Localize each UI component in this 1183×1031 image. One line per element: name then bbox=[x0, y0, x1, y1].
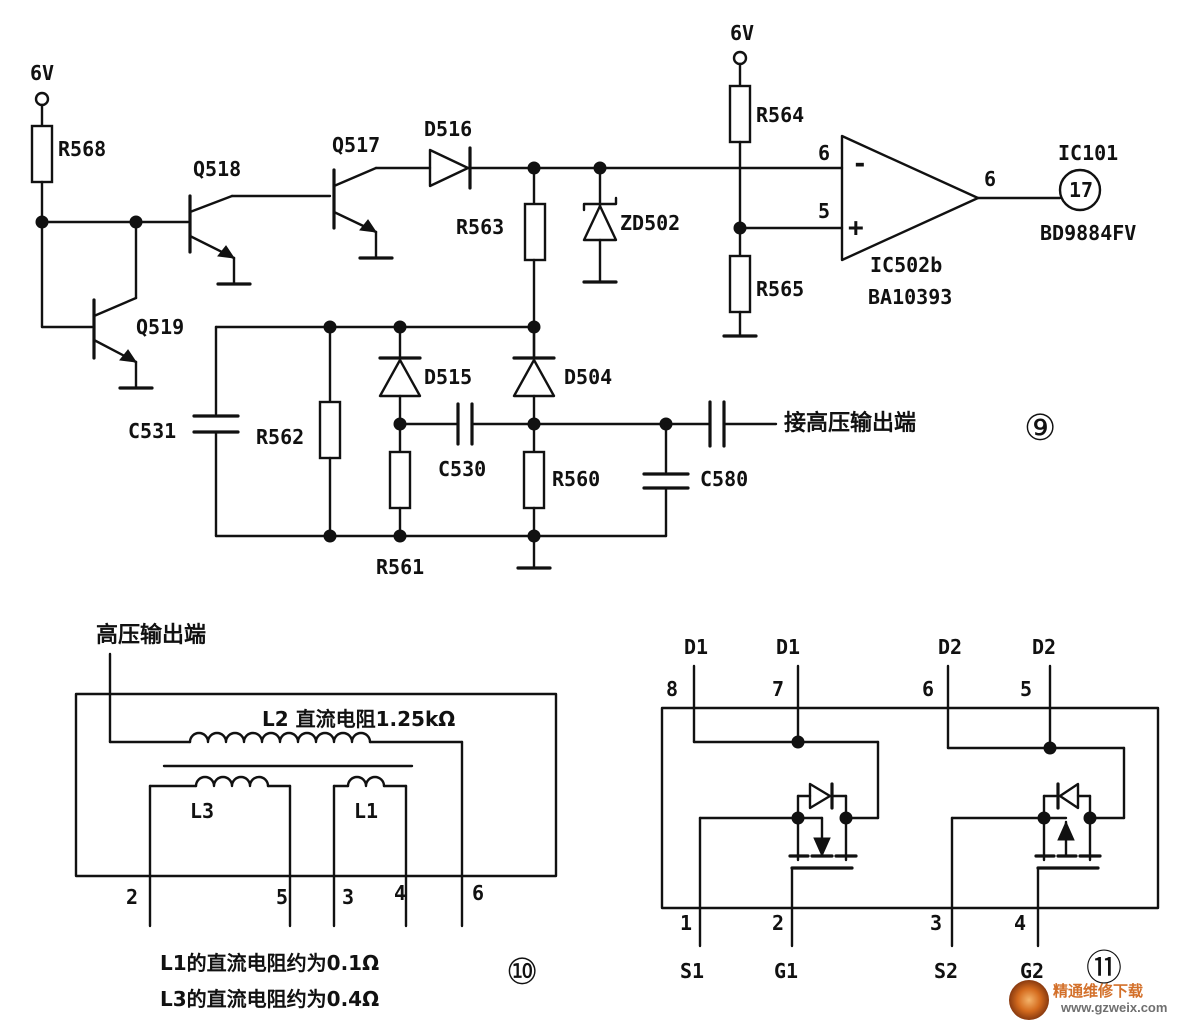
transformer-body bbox=[74, 692, 558, 878]
label-r563: R563 bbox=[456, 215, 504, 239]
watermark-url: www.gzweix.com bbox=[1061, 1000, 1168, 1015]
mosfet-q2 bbox=[1034, 782, 1102, 870]
l1-label: L1 bbox=[354, 799, 378, 823]
label-q519: Q519 bbox=[136, 315, 184, 339]
note-l1: L1的直流电阻约为0.1Ω bbox=[160, 951, 379, 975]
label-d2-a: D2 bbox=[938, 635, 962, 659]
label-s1: S1 bbox=[680, 959, 704, 983]
pin-5-in: 5 bbox=[818, 199, 830, 223]
pin-6-in: 6 bbox=[818, 141, 830, 165]
label-r565: R565 bbox=[756, 277, 804, 301]
pin-17: 17 bbox=[1069, 178, 1093, 202]
resistor-r562 bbox=[318, 400, 342, 460]
label-q518: Q518 bbox=[193, 157, 241, 181]
diode-d515 bbox=[378, 325, 422, 454]
label-ba10393: BA10393 bbox=[868, 285, 952, 309]
watermark-logo-icon bbox=[1009, 980, 1049, 1020]
diagram-11: D1 D1 8 7 1 2 S1 G1 D2 D2 6 5 bbox=[660, 635, 1160, 989]
label-r562: R562 bbox=[256, 425, 304, 449]
transistor-q519 bbox=[92, 296, 154, 390]
hv-output-note: 接高压输出端 bbox=[784, 410, 916, 436]
pin-7: 7 bbox=[772, 677, 784, 701]
pin-6: 6 bbox=[472, 881, 484, 905]
diode-d504 bbox=[512, 325, 556, 454]
label-d516: D516 bbox=[424, 117, 472, 141]
label-d1-b: D1 bbox=[776, 635, 800, 659]
label-zd502: ZD502 bbox=[620, 211, 680, 235]
watermark: 精通维修下载 www.gzweix.com bbox=[1005, 978, 1175, 1022]
hv-output-label: 高压输出端 bbox=[96, 622, 206, 648]
resistor-r563 bbox=[523, 202, 547, 262]
diagram-number-10: ⑩ bbox=[506, 952, 538, 993]
plus-sign: + bbox=[848, 213, 864, 243]
pin-4-mos: 4 bbox=[1014, 911, 1026, 935]
pin-6-out: 6 bbox=[984, 167, 996, 191]
inductor-l3 bbox=[194, 775, 270, 788]
pin-17-circle bbox=[1058, 168, 1102, 212]
transistor-q518 bbox=[188, 194, 332, 286]
diagram-number-11: ⑪ bbox=[1086, 948, 1122, 989]
pin-8: 8 bbox=[666, 677, 678, 701]
label-q517: Q517 bbox=[332, 133, 380, 157]
pin-5-mos: 5 bbox=[1020, 677, 1032, 701]
capacitor-hv-input bbox=[708, 400, 726, 448]
pin-3: 3 bbox=[342, 885, 354, 909]
supply-label-left: 6V bbox=[30, 61, 54, 85]
resistor-r568 bbox=[30, 124, 54, 184]
pin-6-mos: 6 bbox=[922, 677, 934, 701]
pin-1: 1 bbox=[680, 911, 692, 935]
capacitor-c580 bbox=[642, 472, 690, 490]
label-d2-b: D2 bbox=[1032, 635, 1056, 659]
pin-3-mos: 3 bbox=[930, 911, 942, 935]
inductor-l2 bbox=[188, 731, 372, 744]
supply-label-right: 6V bbox=[730, 21, 754, 45]
pin-2: 2 bbox=[126, 885, 138, 909]
supply-terminal-right bbox=[732, 50, 748, 66]
diode-d516 bbox=[428, 146, 472, 190]
diagram-10: 高压输出端 L2 直流电阻1.25kΩ L3 L1 2 5 3 4 6 L1的直… bbox=[74, 622, 558, 1011]
label-c531: C531 bbox=[128, 419, 176, 443]
label-d515: D515 bbox=[424, 365, 472, 389]
resistor-r560 bbox=[522, 450, 546, 510]
label-d1-a: D1 bbox=[684, 635, 708, 659]
resistor-r561 bbox=[388, 450, 412, 510]
label-g1: G1 bbox=[774, 959, 798, 983]
diagram-9: 6V R568 Q519 Q518 Q517 bbox=[30, 21, 1136, 579]
supply-terminal-left bbox=[34, 91, 50, 107]
label-r561: R561 bbox=[376, 555, 424, 579]
l3-label: L3 bbox=[190, 799, 214, 823]
inductor-l1 bbox=[346, 775, 386, 788]
capacitor-c531 bbox=[192, 414, 240, 434]
label-s2: S2 bbox=[934, 959, 958, 983]
transistor-q517 bbox=[332, 166, 394, 260]
minus-sign: - bbox=[852, 149, 868, 179]
label-c580: C580 bbox=[700, 467, 748, 491]
diagram-number-9: ⑨ bbox=[1024, 408, 1056, 449]
note-l3: L3的直流电阻约为0.4Ω bbox=[160, 987, 379, 1011]
comparator-ic502b bbox=[840, 134, 980, 262]
label-r564: R564 bbox=[756, 103, 804, 127]
zener-zd502 bbox=[582, 166, 618, 284]
label-d504: D504 bbox=[564, 365, 612, 389]
label-ic502b: IC502b bbox=[870, 253, 942, 277]
mosfet-q1 bbox=[788, 782, 858, 870]
pin-2-mos: 2 bbox=[772, 911, 784, 935]
pin-5: 5 bbox=[276, 885, 288, 909]
resistor-r564 bbox=[728, 84, 752, 144]
label-r560: R560 bbox=[552, 467, 600, 491]
label-bd9884fv: BD9884FV bbox=[1040, 221, 1136, 245]
label-c530: C530 bbox=[438, 457, 486, 481]
label-ic101: IC101 bbox=[1058, 141, 1118, 165]
mosfet-package bbox=[660, 706, 1160, 910]
resistor-r565 bbox=[728, 254, 752, 314]
label-r568: R568 bbox=[58, 137, 106, 161]
label-g2: G2 bbox=[1020, 959, 1044, 983]
watermark-text: 精通维修下载 bbox=[1053, 982, 1144, 1000]
pin-4: 4 bbox=[394, 881, 406, 905]
capacitor-c530 bbox=[456, 402, 474, 446]
l2-label: L2 直流电阻1.25kΩ bbox=[262, 707, 455, 731]
